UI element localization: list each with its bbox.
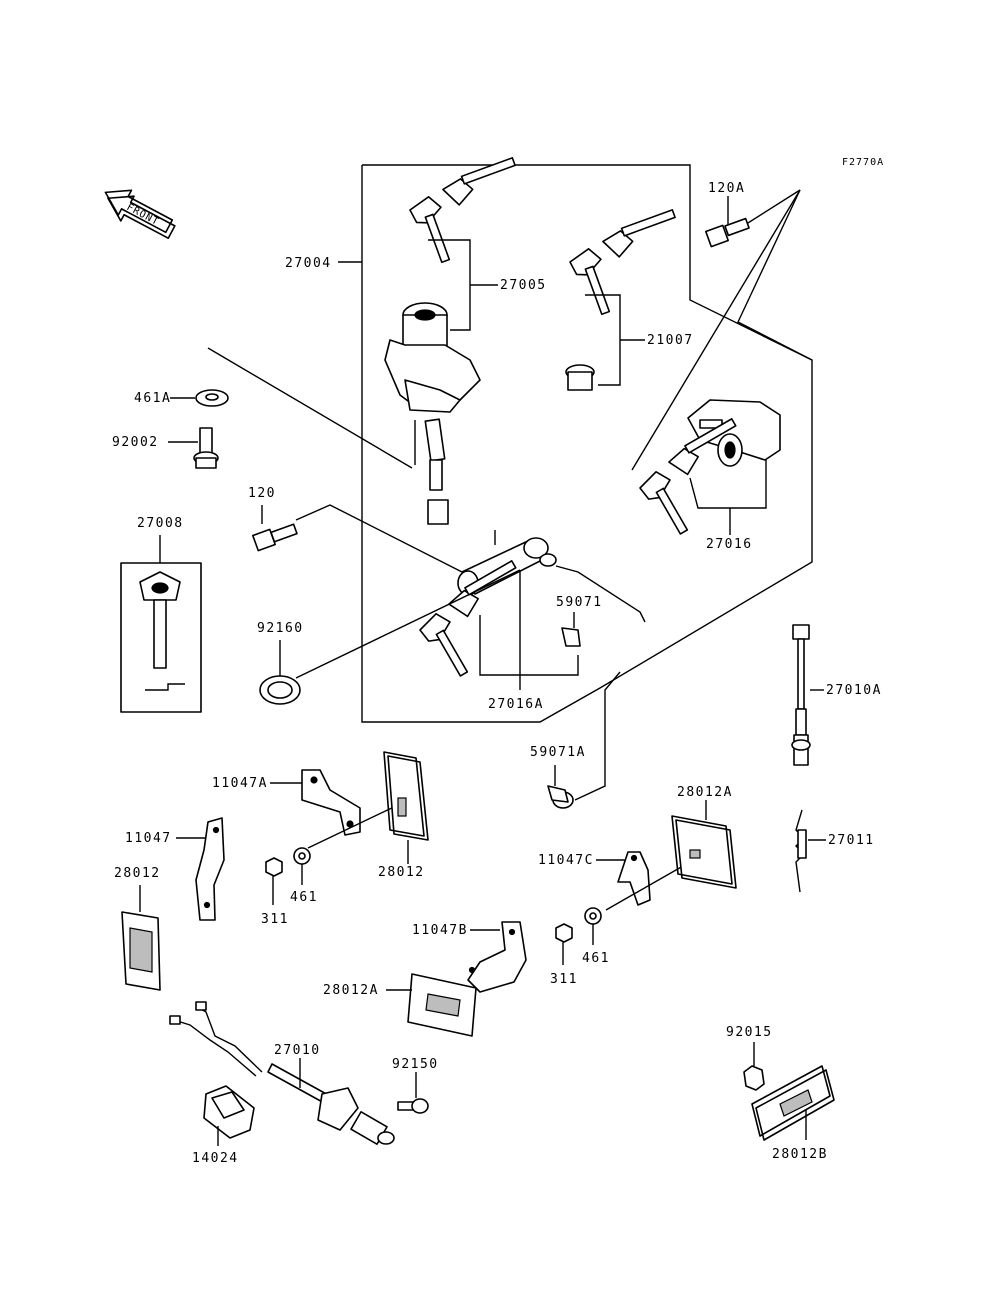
- bracket-11047C: [596, 851, 691, 911]
- label-27016: 27016: [706, 537, 753, 552]
- ignition-key-27005: [409, 157, 516, 331]
- ignition-switch: [384, 302, 481, 525]
- helmet-lock-frame: [631, 189, 813, 471]
- figure-code: F2770A: [842, 157, 884, 168]
- helmet-lock-27016: [639, 399, 781, 535]
- reflector-28012A-lower: [386, 973, 477, 1037]
- switch-27010: [169, 1001, 395, 1145]
- label-311-left: 311: [261, 912, 289, 927]
- seat-lock-key-21007: [569, 209, 676, 386]
- reflector-28012-upper: [383, 751, 429, 864]
- label-27011: 27011: [828, 833, 875, 848]
- label-92160: 92160: [257, 621, 304, 636]
- key-tag-27008: [120, 535, 202, 713]
- label-92002: 92002: [112, 435, 159, 450]
- mount-guide-line: [207, 347, 413, 469]
- label-92150: 92150: [392, 1057, 439, 1072]
- label-461-left: 461: [290, 890, 318, 905]
- bracket-11047: [176, 817, 225, 921]
- label-28012-upper: 28012: [378, 865, 425, 880]
- grommet-92160: [259, 569, 521, 705]
- seat-lock-cylinder-27016A: [419, 530, 646, 690]
- label-11047A: 11047A: [212, 776, 268, 791]
- cover-14024: [203, 1085, 255, 1146]
- label-28012A-lower: 28012A: [323, 983, 379, 998]
- label-120: 120: [248, 486, 276, 501]
- bolt-92002: [168, 427, 219, 469]
- washer-461-left: [293, 847, 311, 885]
- clamp-59071A: [547, 671, 621, 809]
- bracket-11047A: [270, 769, 399, 849]
- bolt-92150: [397, 1072, 429, 1114]
- nut-92015: [743, 1042, 765, 1091]
- washer-461-right: [584, 907, 602, 945]
- cable-27010A: [791, 624, 824, 766]
- washer-461A: [170, 389, 229, 407]
- bracket-11047B: [467, 921, 527, 993]
- label-27008: 27008: [137, 516, 184, 531]
- assembly-frame-27004: [338, 164, 813, 723]
- label-11047C: 11047C: [538, 853, 594, 868]
- label-28012-left: 28012: [114, 866, 161, 881]
- label-27016A: 27016A: [488, 697, 544, 712]
- label-27010A: 27010A: [826, 683, 882, 698]
- label-28012B: 28012B: [772, 1147, 828, 1162]
- nut-311-left: [265, 857, 283, 905]
- seat-lock-cap: [565, 364, 595, 391]
- label-28012A-top: 28012A: [677, 785, 733, 800]
- label-11047: 11047: [125, 831, 172, 846]
- nut-311-right: [555, 923, 573, 965]
- label-461A: 461A: [134, 391, 171, 406]
- clamp-59071: [561, 612, 581, 647]
- bolt-120: [252, 504, 463, 573]
- reflector-28012B: [751, 1065, 835, 1141]
- label-120A: 120A: [708, 181, 745, 196]
- spring-27011: [795, 809, 826, 893]
- label-461-right: 461: [582, 951, 610, 966]
- label-311-right: 311: [550, 972, 578, 987]
- label-27005: 27005: [500, 278, 547, 293]
- label-27010: 27010: [274, 1043, 321, 1058]
- label-27004: 27004: [285, 256, 332, 271]
- front-arrow-icon: FRONT: [104, 189, 176, 240]
- label-59071: 59071: [556, 595, 603, 610]
- bolt-120A: [705, 196, 750, 248]
- label-92015: 92015: [726, 1025, 773, 1040]
- reflector-28012-left: [121, 885, 161, 991]
- label-14024: 14024: [192, 1151, 239, 1166]
- reflector-28012A-right: [671, 800, 737, 889]
- label-11047B: 11047B: [412, 923, 468, 938]
- label-21007: 21007: [647, 333, 694, 348]
- label-59071A: 59071A: [530, 745, 586, 760]
